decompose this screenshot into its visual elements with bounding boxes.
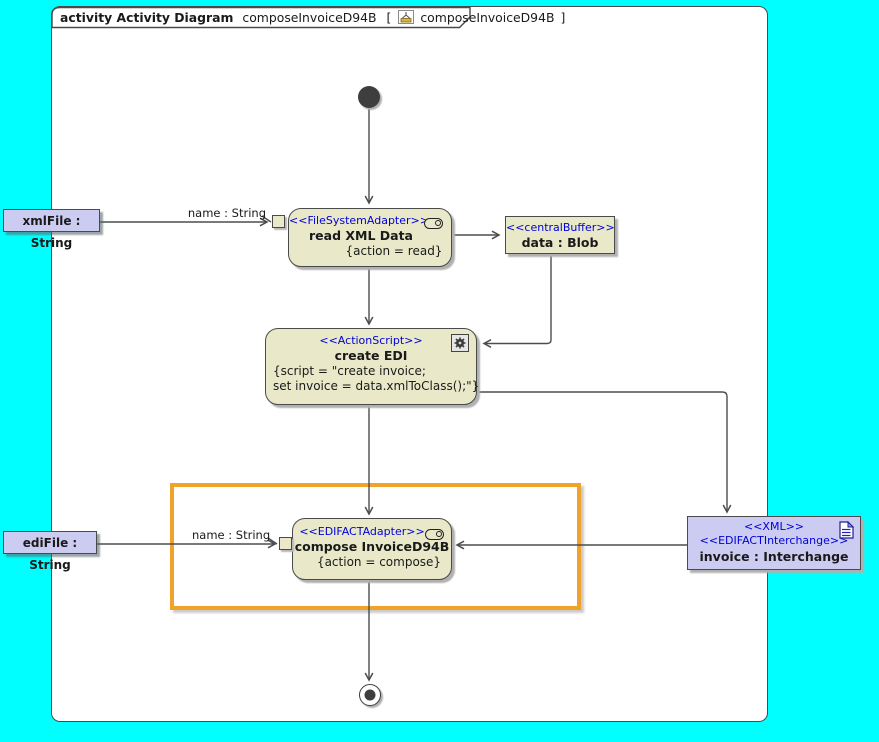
create-edi-script-line2: set invoice = data.xmlToClass();"} [273,379,480,393]
data-blob-stereotype: <<centralBuffer>> [506,221,615,234]
object-xmlfile[interactable]: xmlFile : String [3,209,100,250]
frame-ref-name: composeInvoiceD94B [420,10,555,25]
read-xml-name: read XML Data [309,228,413,243]
label-tick-read-pin [261,215,272,223]
object-invoice-interchange[interactable]: <<XML>> <<EDIFACTInterchange>> invoice :… [687,516,861,570]
compose-stereotype: <<EDIFACTAdapter>> [299,525,425,538]
create-edi-script-line1: {script = "create invoice; [273,364,426,378]
frame-title-tab[interactable]: activity Activity Diagram composeInvoiceD… [60,9,565,26]
invoice-stereotype-xml: <<XML>> [743,520,805,533]
final-node[interactable] [359,684,381,706]
compose-name: compose InvoiceD94B [294,539,450,554]
action-compose-invoice[interactable]: <<EDIFACTAdapter>> compose InvoiceD94B {… [292,518,452,580]
gear-icon-glyph [454,337,466,349]
activity-diagram-icon [398,10,415,28]
data-blob-name: data : Blob [521,235,599,250]
read-pin-label[interactable]: name : String [187,206,266,220]
initial-node[interactable] [358,86,380,108]
frame-bracket-open: [ [386,10,392,25]
compose-tag: {action = compose} [316,555,442,569]
invoice-name: invoice : Interchange [699,549,849,564]
behavior-icon-dot [434,219,441,227]
frame-bracket-close: ] [560,10,566,25]
highlight-rectangle [170,483,581,610]
frame-diagram-name: composeInvoiceD94B [242,10,377,25]
central-buffer-data-blob[interactable]: <<centralBuffer>> data : Blob [505,216,615,254]
create-edi-stereotype: <<ActionScript>> [319,334,423,347]
label-tick-compose-pin [267,537,278,545]
read-xml-stereotype: <<FileSystemAdapter>> [289,214,429,227]
read-xml-tag: {action = read} [345,244,443,258]
read-xml-input-pin[interactable] [272,215,285,228]
behavior-icon [424,218,443,229]
xml-document-icon [839,520,855,543]
final-node-dot [364,689,376,701]
compose-input-pin[interactable] [279,537,292,550]
object-edifile[interactable]: ediFile : String [3,531,97,572]
gear-icon [451,334,469,352]
create-edi-name: create EDI [334,348,408,363]
edge-createedi-to-invoice[interactable] [477,391,732,514]
edge-buffer-to-createedi[interactable] [482,255,552,348]
invoice-stereotype-edifact: <<EDIFACTInterchange>> [699,534,849,547]
action-create-edi[interactable]: <<ActionScript>> create EDI {script = "c… [265,328,480,405]
behavior-icon-dot [435,530,442,538]
compose-pin-label[interactable]: name : String [192,528,271,542]
xml-document-icon-glyph [839,520,855,539]
behavior-icon [425,529,444,540]
action-read-xml-data[interactable]: <<FileSystemAdapter>> read XML Data {act… [288,208,452,267]
frame-keyword: activity Activity Diagram [60,10,234,25]
